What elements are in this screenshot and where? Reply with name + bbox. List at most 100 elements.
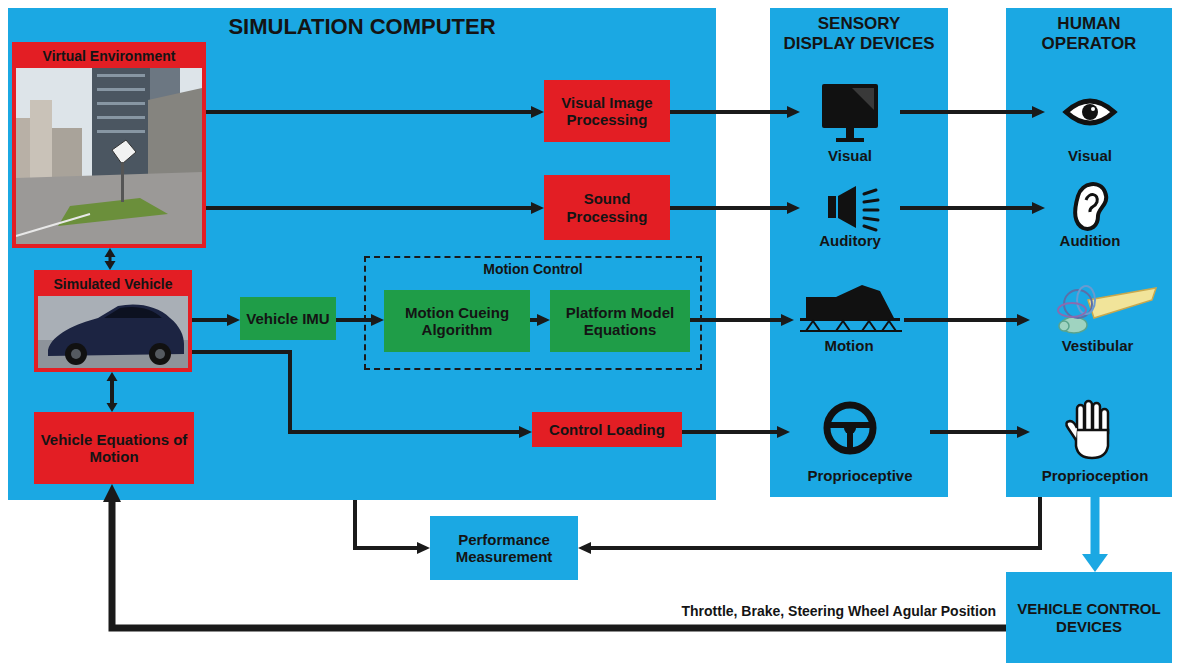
drawing-part [822,84,878,128]
drawing-part [104,307,162,318]
node-label: Vestibular [1062,337,1134,354]
io-box: VEHICLE CONTROL DEVICES [1006,572,1172,663]
drawing-part [800,330,902,332]
panel-title: SENSORY DISPLAY DEVICES [780,14,938,53]
drawing-part [864,190,878,230]
motion-box: Platform Model Equations [550,290,690,352]
node-label: Motion Cueing Algorithm [388,304,526,339]
drawing-part [882,321,896,331]
drawing-part [16,214,90,236]
node-label: Simulated Vehicle [38,274,188,296]
drawing-part [1086,195,1097,212]
node-label: Vehicle IMU [246,310,329,327]
drawing-part [112,140,136,164]
drawing-part [838,186,856,228]
signal-label: Throttle, Brake, Steering Wheel Agular P… [679,603,998,619]
flow-arrow [930,430,1017,434]
panel-title: HUMAN OPERATOR [1016,14,1162,53]
process-box: Visual Image Processing [544,80,670,142]
node-label: Auditory [819,232,881,249]
node-label: Visual [828,147,872,164]
node-label: Visual Image Processing [548,94,666,129]
flow-arrow [904,318,1017,322]
group-frame: Motion ControlMotion Cueing Algorithm Pla… [364,256,702,370]
drawing-part [52,128,82,178]
panel-grounds [8,8,1172,500]
drawing-part [155,349,165,359]
sensory-channel: Proprioceptive [790,398,930,490]
motion-box: Vehicle IMU [240,297,336,340]
flow-arrow [206,206,531,210]
steering-wheel-icon [827,405,873,451]
flow-arrow [900,110,1032,114]
drawing-part [828,422,872,428]
flow-arrow [112,502,1006,628]
hand-icon [1066,401,1108,458]
sensory-channel: Proprioception [1030,395,1160,490]
drawing-part [30,100,52,180]
motion-platform-icon [800,285,902,331]
node-label: Motion [824,337,873,354]
drawing-part [770,8,948,497]
system-panel: HUMAN OPERATOR VisualAuditionVestibularPr… [1006,8,1172,497]
flow-arrow [900,206,1032,210]
sensory-channel: Vestibular [1030,275,1165,360]
flow-arrow [206,110,531,114]
edge-label-holder: Throttle, Brake, Steering Wheel Agular P… [679,603,998,619]
flow-arrow [355,500,417,548]
drawing-part [92,68,150,178]
node-label: Motion Control [483,261,583,277]
vestibular-icon [1058,286,1156,333]
node-label: Visual [1068,147,1112,164]
drawing-part [1066,421,1077,440]
drawing-part [16,46,202,244]
drawing-part [97,102,145,105]
node-label: Control Loading [549,421,665,438]
drawing-part [806,321,820,331]
drawing-part [864,209,878,212]
flow-arrow [670,206,787,210]
flow-arrow [192,318,227,322]
node-label: Sound Processing [548,190,666,225]
node-label: Performance Measurement [434,531,574,566]
drawing-part [58,198,168,226]
sensory-channel: Motion [794,282,904,360]
flow-arrow [110,381,114,403]
drawing-part [847,428,853,450]
drawing-part [97,116,145,119]
picture-box: Virtual Environment [12,42,206,248]
drawing-part [1006,8,1172,497]
node-label: Proprioceptive [807,467,912,484]
drawing-part [71,349,81,359]
io-box: Performance Measurement [430,516,578,580]
flow-arrow [192,352,519,432]
drawing-part [149,343,171,365]
drawing-part [827,405,873,451]
car-picture [38,274,188,368]
drawing-part [1066,101,1114,123]
flow-arrow [109,257,112,261]
system-panel: SENSORY DISPLAY DEVICES VisualAuditoryMot… [770,8,948,497]
node-label: Platform Model Equations [554,304,686,339]
drawing-part [862,321,876,331]
drawing-part [864,226,876,230]
sensory-channel: Visual [1045,82,1135,170]
drawing-part [836,321,850,331]
node-label: Audition [1060,232,1121,249]
drawing-part [852,88,874,110]
drawing-part [864,218,878,220]
drawing-part [864,190,876,194]
system-panel: SIMULATION COMPUTERVirtual EnvironmentVi… [8,8,716,500]
drawing-part [121,162,124,202]
sensory-channel: Audition [1045,175,1135,255]
drawing-part [97,74,145,77]
motion-box: Motion Cueing Algorithm [384,290,530,352]
node-label: Vehicle Equations of Motion [38,431,190,466]
flow-arrow [1091,497,1100,554]
drawing-part [1076,430,1108,458]
drawing-part [800,321,902,331]
node-label: VEHICLE CONTROL DEVICES [1010,600,1168,635]
node-label: Proprioception [1042,467,1149,484]
